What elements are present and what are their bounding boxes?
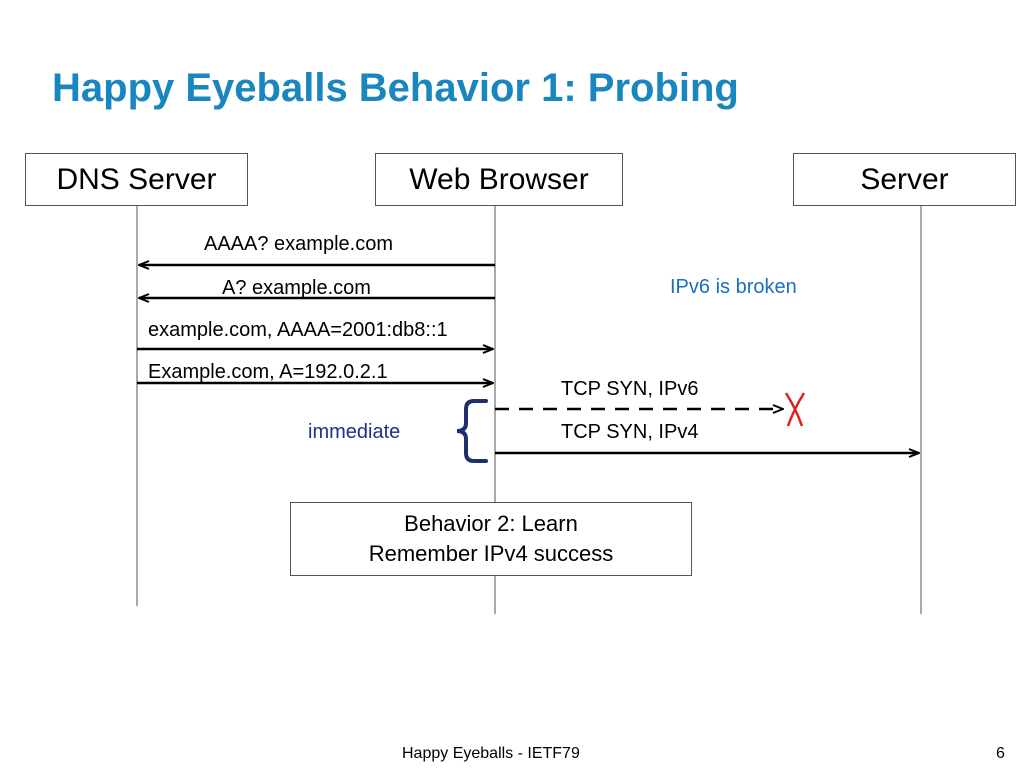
note-line-2: Remember IPv4 success [368,541,614,566]
failure-x-icon [784,392,806,427]
immediate-bracket [456,399,488,463]
behavior-note-box: Behavior 2: Learn Remember IPv4 success [290,502,692,576]
label-aaaa-answer: example.com, AAAA=2001:db8::1 [148,319,448,341]
label-aaaa-query: AAAA? example.com [204,233,393,255]
actor-web-browser: Web Browser [375,153,623,206]
label-immediate: immediate [308,421,401,443]
label-ipv6-broken: IPv6 is broken [670,276,797,298]
actor-dns-server: DNS Server [25,153,248,206]
page-number: 6 [996,745,1005,762]
actor-server: Server [793,153,1016,206]
note-line-1: Behavior 2: Learn [404,511,578,536]
label-a-answer: Example.com, A=192.0.2.1 [148,361,388,383]
slide-title: Happy Eyeballs Behavior 1: Probing [52,66,739,110]
footer-title: Happy Eyeballs - IETF79 [402,745,580,762]
label-tcp-syn-v6: TCP SYN, IPv6 [561,378,699,400]
label-a-query: A? example.com [222,277,371,299]
label-tcp-syn-v4: TCP SYN, IPv4 [561,421,699,443]
